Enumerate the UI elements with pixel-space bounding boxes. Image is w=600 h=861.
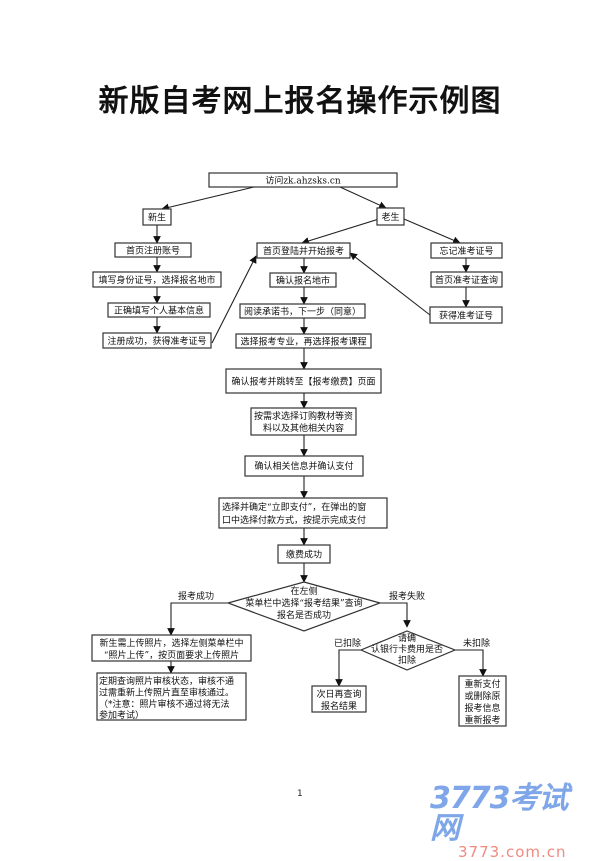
node-get-ticket: 获得准考证号 [429,306,503,324]
node-confirm-jump: 确认报考并跳转至【报考缴费】页面 [225,368,382,394]
node-register-success-label: 注册成功，获得准考证号 [107,335,206,347]
node-upload-photo-line1: 新生需上传照片，选择左侧菜单栏中 [99,637,243,649]
node-choose-major-label: 选择报考专业，再选择报考课程 [240,336,366,348]
edge-old-login [301,217,383,245]
edges [153,186,487,687]
node-choose-major: 选择报考专业，再选择报考课程 [235,333,372,349]
node-repay-line2: 或删除原 [464,690,500,702]
node-old-student: 老生 [376,207,405,226]
edge-visit-new [161,186,255,212]
node-check-result-decision: 在左侧 菜单栏中选择“报考结果”查询 报名是否成功 [226,581,382,632]
node-pay-success-label: 缴费成功 [286,549,322,561]
node-order-materials-line1: 按需求选择订购教材等资 [254,410,353,422]
node-bank-check-line2: 认银行卡费用是否 [371,643,443,655]
node-confirm-pay: 确认相关信息并确认支付 [244,455,364,477]
node-next-day: 次日再查询 报名结果 [311,685,367,713]
node-login-start-label: 首页登陆并开始报考 [263,245,344,257]
node-register-success: 注册成功，获得准考证号 [102,332,212,349]
node-photo-review-line2: 过需重新上传照片直至审核通过。 [99,687,234,699]
node-confirm-jump-label: 确认报考并跳转至【报考缴费】页面 [231,376,375,388]
node-forgot-ticket-label: 忘记准考证号 [439,245,493,257]
node-ticket-query: 首页准考证查询 [430,271,503,288]
edge-success-login [211,255,257,344]
node-ticket-query-label: 首页准考证查询 [435,274,498,286]
node-repay-line4: 重新报考 [464,714,500,726]
watermark-main: 3773考试网 [430,781,569,846]
node-photo-review-line4: 参加考试） [99,709,144,721]
node-pay-now-line1: 选择并确定“立即支付”，在弹出的窗 [222,501,366,513]
node-order-materials: 按需求选择订购教材等资 料以及其他相关内容 [250,407,357,436]
node-new-student: 新生 [142,208,172,226]
edge-old-forgot [403,218,461,244]
node-pay-now: 选择并确定“立即支付”，在弹出的窗 口中选择付款方式，按提示完成支付 [218,497,388,529]
node-login-start: 首页登陆并开始报考 [256,242,351,259]
node-photo-review-line1: 定期查询照片审核状态，审核不通 [99,675,234,687]
edge-label-success: 报考成功 [178,590,214,602]
node-read-commitment: 阅读承诺书，下一步（同意） [239,303,366,319]
node-read-commitment-label: 阅读承诺书，下一步（同意） [244,306,361,318]
edge-bank-deducted [335,649,361,687]
node-upload-photo-line2: “照片上传”，按页面要求上传照片 [104,649,239,661]
node-bank-check-line1: 请确 [398,632,416,644]
node-bank-check-decision: 请确 认银行卡费用是否 扣除 [359,630,457,671]
node-confirm-pay-label: 确认相关信息并确认支付 [254,460,353,472]
node-register-account-label: 首页注册账号 [126,245,180,257]
edge-visit-old [339,186,387,209]
watermark-sub: 3773.com.cn [458,843,567,861]
node-confirm-city-label: 确认报名地市 [276,275,330,287]
edge-check-success [167,602,228,636]
node-fill-info-label: 正确填写个人基本信息 [114,305,204,317]
node-fill-id: 填写身份证号，选择报名地市 [92,271,222,288]
node-repay: 重新支付 或删除原 报考信息 重新报考 [458,675,507,727]
node-pay-success: 缴费成功 [277,544,331,564]
node-register-account: 首页注册账号 [114,242,192,258]
node-visit-site: 访问zk.ahzsks.cn [208,172,398,188]
node-fill-id-label: 填写身份证号，选择报名地市 [98,274,215,286]
edge-check-fail [380,602,411,628]
watermark-logo: 3773考试网 3773.com.cn [430,781,590,861]
page-title: 新版自考网上报名操作示例图 [98,84,502,119]
edge-bank-notdeducted [455,649,487,677]
node-new-student-label: 新生 [148,212,166,224]
node-next-day-line2: 报名结果 [321,700,357,712]
node-upload-photo: 新生需上传照片，选择左侧菜单栏中 “照片上传”，按页面要求上传照片 [91,634,252,662]
edge-label-fail: 报考失败 [389,590,425,602]
node-visit-site-label: 访问zk.ahzsks.cn [265,175,341,187]
node-photo-review: 定期查询照片审核状态，审核不通 过需重新上传照片直至审核通过。 （*注意：照片审… [96,672,247,721]
edge-getticket-login [349,252,431,316]
node-check-result-line1: 在左侧 [290,585,317,597]
node-next-day-line1: 次日再查询 [316,688,361,700]
node-confirm-city: 确认报名地市 [269,272,337,288]
node-get-ticket-label: 获得准考证号 [439,310,493,322]
node-forgot-ticket: 忘记准考证号 [430,242,503,259]
node-check-result-line2: 菜单栏中选择“报考结果”查询 [245,597,362,609]
node-old-student-label: 老生 [381,211,399,223]
node-order-materials-line2: 料以及其他相关内容 [263,422,344,434]
page-number: 1 [297,789,303,799]
edge-label-not-deducted: 未扣除 [463,637,490,649]
node-photo-review-line3: （*注意：照片审核不通过将无法 [99,698,230,710]
node-repay-line1: 重新支付 [464,678,500,690]
node-check-result-line3: 报名是否成功 [277,609,331,621]
node-repay-line3: 报考信息 [464,702,500,714]
node-bank-check-line3: 扣除 [398,654,416,666]
node-fill-info: 正确填写个人基本信息 [107,302,211,318]
edge-label-deducted: 已扣除 [334,637,361,649]
node-pay-now-line2: 口中选择付款方式，按提示完成支付 [222,514,366,526]
